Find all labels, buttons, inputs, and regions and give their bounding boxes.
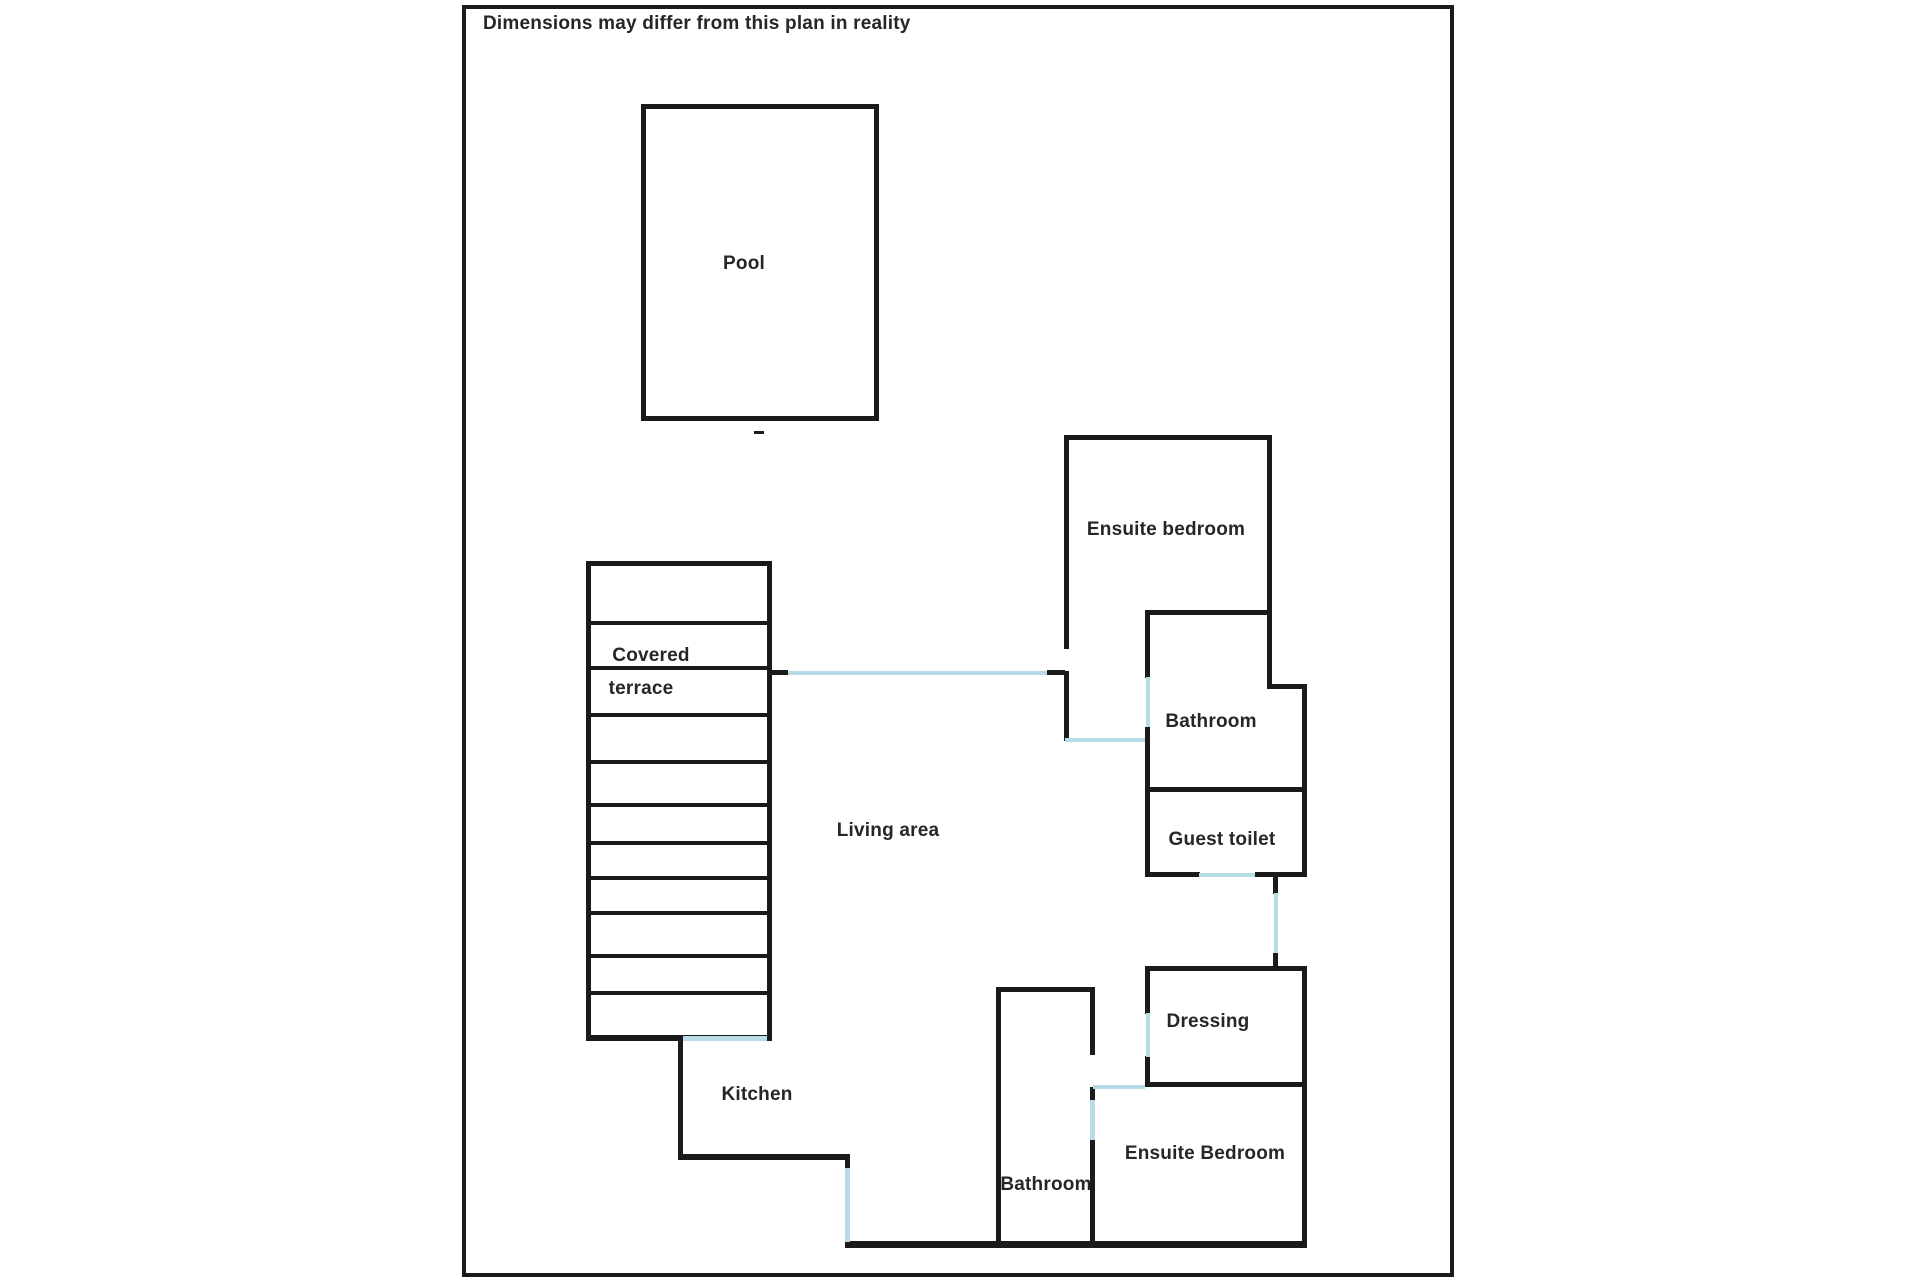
bath1-right-wall bbox=[1302, 684, 1307, 877]
dressing-left-lower-wall bbox=[1145, 1056, 1150, 1087]
room-label-covered: Covered bbox=[612, 645, 690, 666]
terrace-slat-8-wall bbox=[588, 911, 769, 915]
pool-top-wall bbox=[641, 104, 879, 109]
bath1-left-upper-wall bbox=[1145, 610, 1150, 678]
dressing-top-wall bbox=[1145, 966, 1307, 971]
toilet-door-opening bbox=[1199, 873, 1255, 877]
room-label-dressing: Dressing bbox=[1166, 1011, 1250, 1032]
pool-right-wall bbox=[874, 104, 879, 421]
terrace-slat-4-wall bbox=[588, 760, 769, 764]
bed1-opening-opening bbox=[1065, 738, 1145, 742]
bath2-right-upper-wall bbox=[1090, 987, 1095, 1055]
bath1-left-lower-wall bbox=[1145, 727, 1150, 877]
room-label-ensuite-bedroom-2: Ensuite Bedroom bbox=[1124, 1143, 1286, 1164]
terrace-slat-1-wall bbox=[588, 621, 769, 625]
kitchen-step-tick-wall bbox=[845, 1154, 850, 1169]
room-label-bathroom-2: Bathroom bbox=[1000, 1174, 1092, 1195]
dressing-door-opening bbox=[1146, 1013, 1150, 1057]
toilet-bottom-right-wall bbox=[1255, 872, 1307, 877]
bath1-step-wall bbox=[1267, 684, 1307, 689]
room-label-kitchen: Kitchen bbox=[721, 1084, 793, 1105]
hall-tick-lower-wall bbox=[1273, 953, 1278, 969]
terrace-slat-9-wall bbox=[588, 954, 769, 958]
kitchen-left-wall bbox=[678, 1040, 683, 1159]
east-wall-lower-wall bbox=[1302, 966, 1307, 1247]
hall-passage-opening bbox=[1274, 893, 1278, 953]
room-label-terrace: terrace bbox=[608, 678, 674, 699]
stray-mark-wall bbox=[754, 431, 764, 434]
terrace-slat-3-wall bbox=[588, 713, 769, 717]
bed1-bath1-divider-wall bbox=[1145, 610, 1271, 615]
south-wall-wall bbox=[845, 1241, 1307, 1248]
terrace-kitchen-door-opening bbox=[683, 1036, 767, 1041]
kitchen-bottom-wall bbox=[678, 1154, 850, 1160]
plan-disclaimer: Dimensions may differ from this plan in … bbox=[483, 13, 911, 34]
ensuite1-left-upper-wall bbox=[1064, 435, 1069, 649]
pool-bottom-wall bbox=[641, 416, 879, 421]
ensuite1-left-lower-wall bbox=[1064, 671, 1069, 741]
terrace-slat-2-wall bbox=[588, 666, 769, 670]
bath1-door-opening bbox=[1146, 677, 1150, 727]
pool-left-wall bbox=[641, 104, 646, 421]
living-terrace-door-opening bbox=[788, 671, 1047, 675]
room-label-bathroom-1: Bathroom bbox=[1165, 711, 1257, 732]
patio-door-tick-right-wall bbox=[1047, 670, 1065, 675]
room-label-living-area: Living area bbox=[836, 820, 940, 841]
room-label-guest-toilet: Guest toilet bbox=[1168, 829, 1276, 850]
hall-tick-upper-wall bbox=[1273, 877, 1278, 894]
terrace-left-wall bbox=[586, 561, 591, 1040]
bath2-top-wall bbox=[996, 987, 1095, 992]
room-label-ensuite-bedroom-1: Ensuite bedroom bbox=[1086, 519, 1246, 540]
ensuite1-top-wall bbox=[1064, 435, 1272, 440]
terrace-slat-10-wall bbox=[588, 991, 769, 995]
ensuite1-right-wall bbox=[1267, 435, 1272, 689]
toilet-bottom-left-wall bbox=[1145, 872, 1200, 877]
terrace-slat-5-wall bbox=[588, 803, 769, 807]
terrace-slat-7-wall bbox=[588, 876, 769, 880]
terrace-top-wall bbox=[586, 561, 772, 566]
terrace-right-wall bbox=[767, 561, 772, 1040]
plan-border bbox=[462, 5, 1454, 1277]
kitchen-step-opening-opening bbox=[845, 1168, 850, 1242]
bath2-right-tick-wall bbox=[1090, 1087, 1095, 1101]
bath1-toilet-divider-wall bbox=[1145, 787, 1307, 792]
room-label-pool: Pool bbox=[723, 253, 765, 274]
terrace-bottom-wall bbox=[586, 1035, 772, 1041]
terrace-slat-6-wall bbox=[588, 841, 769, 845]
bath2-right-lower-wall bbox=[1090, 1140, 1095, 1247]
bed2-opening-opening bbox=[1093, 1085, 1145, 1089]
dressing-bottom-wall bbox=[1145, 1082, 1305, 1087]
bed2-door-opening bbox=[1090, 1100, 1095, 1140]
bath2-left-wall bbox=[996, 987, 1001, 1247]
dressing-left-upper-wall bbox=[1145, 966, 1150, 1014]
patio-door-tick-left-wall bbox=[770, 670, 788, 675]
